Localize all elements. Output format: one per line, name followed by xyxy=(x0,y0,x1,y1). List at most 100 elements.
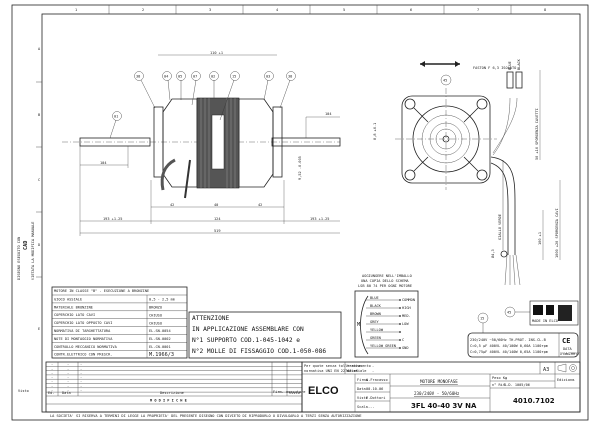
spec-row-value: EL.SN.0054 xyxy=(149,329,171,333)
callout-07: 07 xyxy=(193,75,197,79)
attention-box: ATTENZIONE IN APPLICAZIONE ASSEMBLARE CO… xyxy=(188,311,342,359)
mod-row-date: - xyxy=(67,375,69,379)
wire-function: C xyxy=(402,338,404,342)
dim-104-right: 104 xyxy=(325,112,332,116)
nameplate-line-2: C=0,5 µF 400VL 40/100W 0,60A 1100rpm xyxy=(470,344,548,348)
mod-row-date: - xyxy=(67,380,69,384)
col-7: 7 xyxy=(477,8,479,12)
wire-color: BLACK xyxy=(370,304,382,308)
motor-side-view xyxy=(62,97,341,199)
wire-color: BLUE xyxy=(370,296,379,300)
row-d: D xyxy=(38,243,40,247)
made-in: MADE IN ELCO xyxy=(532,319,558,323)
mod-header-date: Data xyxy=(62,391,71,395)
wire-terminal xyxy=(399,307,401,309)
wire-function: MED. xyxy=(402,314,411,318)
spec-row-label: CONTR.ELETTRICO CON PRESCR. xyxy=(54,353,112,357)
format-a3: A3 xyxy=(543,367,549,373)
faston-label-1: BLUE xyxy=(508,61,512,70)
side-view-dimensions: 110 +1 104 104 9,52 -0.005 42 40 42 193 … xyxy=(79,51,340,236)
mod-header-visto: Visto xyxy=(289,391,300,395)
materiale-label: materiale xyxy=(347,369,366,373)
col-3: 3 xyxy=(209,8,211,12)
outer-border xyxy=(11,4,589,421)
spec-row-value: BRONZO xyxy=(149,306,162,310)
data-value: XYWWZMMYY xyxy=(560,352,580,356)
wire-function: LOW xyxy=(402,322,409,326)
edizione-label: Edizione xyxy=(557,378,574,382)
data-label-tb: Data xyxy=(357,387,366,391)
side-note-1: DISEGNO ESEGUITO CON xyxy=(17,237,21,280)
mod-header-ed: Ed. xyxy=(48,391,55,395)
title-line-3: 3FL 40-40 3V NA xyxy=(411,402,477,410)
column-markers: 1 2 3 4 5 6 7 8 xyxy=(75,5,546,14)
spec-table-title: MOTORE IN CLASSE "B" - ESECUZIONE A BRON… xyxy=(54,289,149,293)
mod-row-desc: - xyxy=(80,380,82,384)
attention-line-3: N°1 SUPPORTO COD.1-045-1042 e xyxy=(192,336,300,344)
faston-note: FASTON F 6,3 ISOLATO xyxy=(473,66,516,70)
ring-dia: Ø4,3 xyxy=(490,249,495,258)
callout-45-front: 45 xyxy=(443,79,447,83)
mod-title: M O D I F I C H E xyxy=(150,399,187,403)
motor-symbol: M xyxy=(357,322,360,328)
wire-terminal xyxy=(399,339,401,341)
wiring-diagram: AGGIUNGERE NELL'IMBALLO UNA COPIA DELLO … xyxy=(354,274,419,358)
dim-104-left: 104 xyxy=(100,161,107,165)
tolerance-note-1: Per quote senza tolleranza xyxy=(304,364,360,368)
spec-row-label: COPERCHIO LATO CAVI xyxy=(54,313,95,317)
spec-row-value: M.1966/3 xyxy=(149,352,174,358)
dim-40: 40 xyxy=(214,203,218,207)
side-view-callouts: 38 04 05 07 02 15 03 38 01 xyxy=(109,71,296,139)
tolerance-note-2: normativa UNI EN 22768-mK xyxy=(304,369,359,373)
materiale-value: - xyxy=(372,369,374,373)
mod-row-desc: - xyxy=(80,388,82,392)
mod-row-desc: - xyxy=(80,384,82,388)
trattamento-value: - xyxy=(372,364,374,368)
legal-notice: LA SOCIETA' SI RISERVA A TERMINI DI LEGG… xyxy=(50,414,362,418)
rif-value: D.D. 1005/06 xyxy=(504,383,530,387)
dim-42-right: 42 xyxy=(258,203,262,207)
col-6: 6 xyxy=(410,8,412,12)
spec-row-label: NOTE DI MONTAGGIO NORMATIVA xyxy=(54,337,113,341)
rif-label: n° Rif. xyxy=(492,383,507,387)
wire-terminal xyxy=(399,331,401,333)
row-a: A xyxy=(38,47,41,51)
wire-color: YELLOW xyxy=(370,328,384,332)
dim-193-right: 193 +1.25 xyxy=(310,217,329,221)
callout-01: 01 xyxy=(114,115,118,119)
wiring-note-1: AGGIUNGERE NELL'IMBALLO xyxy=(362,274,412,278)
col-2: 2 xyxy=(142,8,144,12)
spec-row-label: MATERIALE BRONZINE xyxy=(54,305,93,309)
col-5: 5 xyxy=(343,8,345,12)
firma-value: A.Fracasso xyxy=(366,378,388,382)
elco-logo: ELCO xyxy=(308,385,339,397)
data-value-tb: 00-10-06 xyxy=(366,387,383,391)
motor-front-view: 45 xyxy=(395,61,523,286)
wire-color: YELLOW GREEN xyxy=(370,344,396,348)
attention-title: ATTENZIONE xyxy=(192,315,230,322)
row-c: C xyxy=(38,178,40,182)
callout-38-left: 38 xyxy=(136,75,140,79)
side-note-2: CAD xyxy=(23,241,29,250)
wire-function: HIGH xyxy=(402,306,411,310)
trattamento-label: trattamento xyxy=(347,364,371,368)
drawing-code: 4010.7102 xyxy=(513,397,555,405)
dim-519: 519 xyxy=(214,229,221,233)
data-label: DATA xyxy=(563,347,572,351)
visto-value-tb: F.Dottori xyxy=(366,396,385,400)
spec-row-label: CONTROLLO MECCANICO NORMATIVA xyxy=(54,345,118,349)
wire-terminal xyxy=(399,347,401,349)
mod-header-desc: Descrizione xyxy=(160,391,184,395)
attention-line-4: N°2 MOLLE DI FISSAGGIO COD.1-050-086 xyxy=(192,347,326,355)
dim-leads-short: 50 +10 SPORGENZA CAVETTI xyxy=(535,108,539,160)
mod-row-ed: - xyxy=(51,363,53,367)
wire-terminal xyxy=(399,299,401,301)
spec-row-value: EL.CN.0001 xyxy=(149,345,171,349)
col-4: 4 xyxy=(276,8,278,12)
dim-124: 124 xyxy=(214,217,221,221)
visto-left: Visto xyxy=(18,389,29,393)
callout-15-nameplate: 15 xyxy=(480,317,484,321)
mod-row-ed: - xyxy=(51,388,53,392)
